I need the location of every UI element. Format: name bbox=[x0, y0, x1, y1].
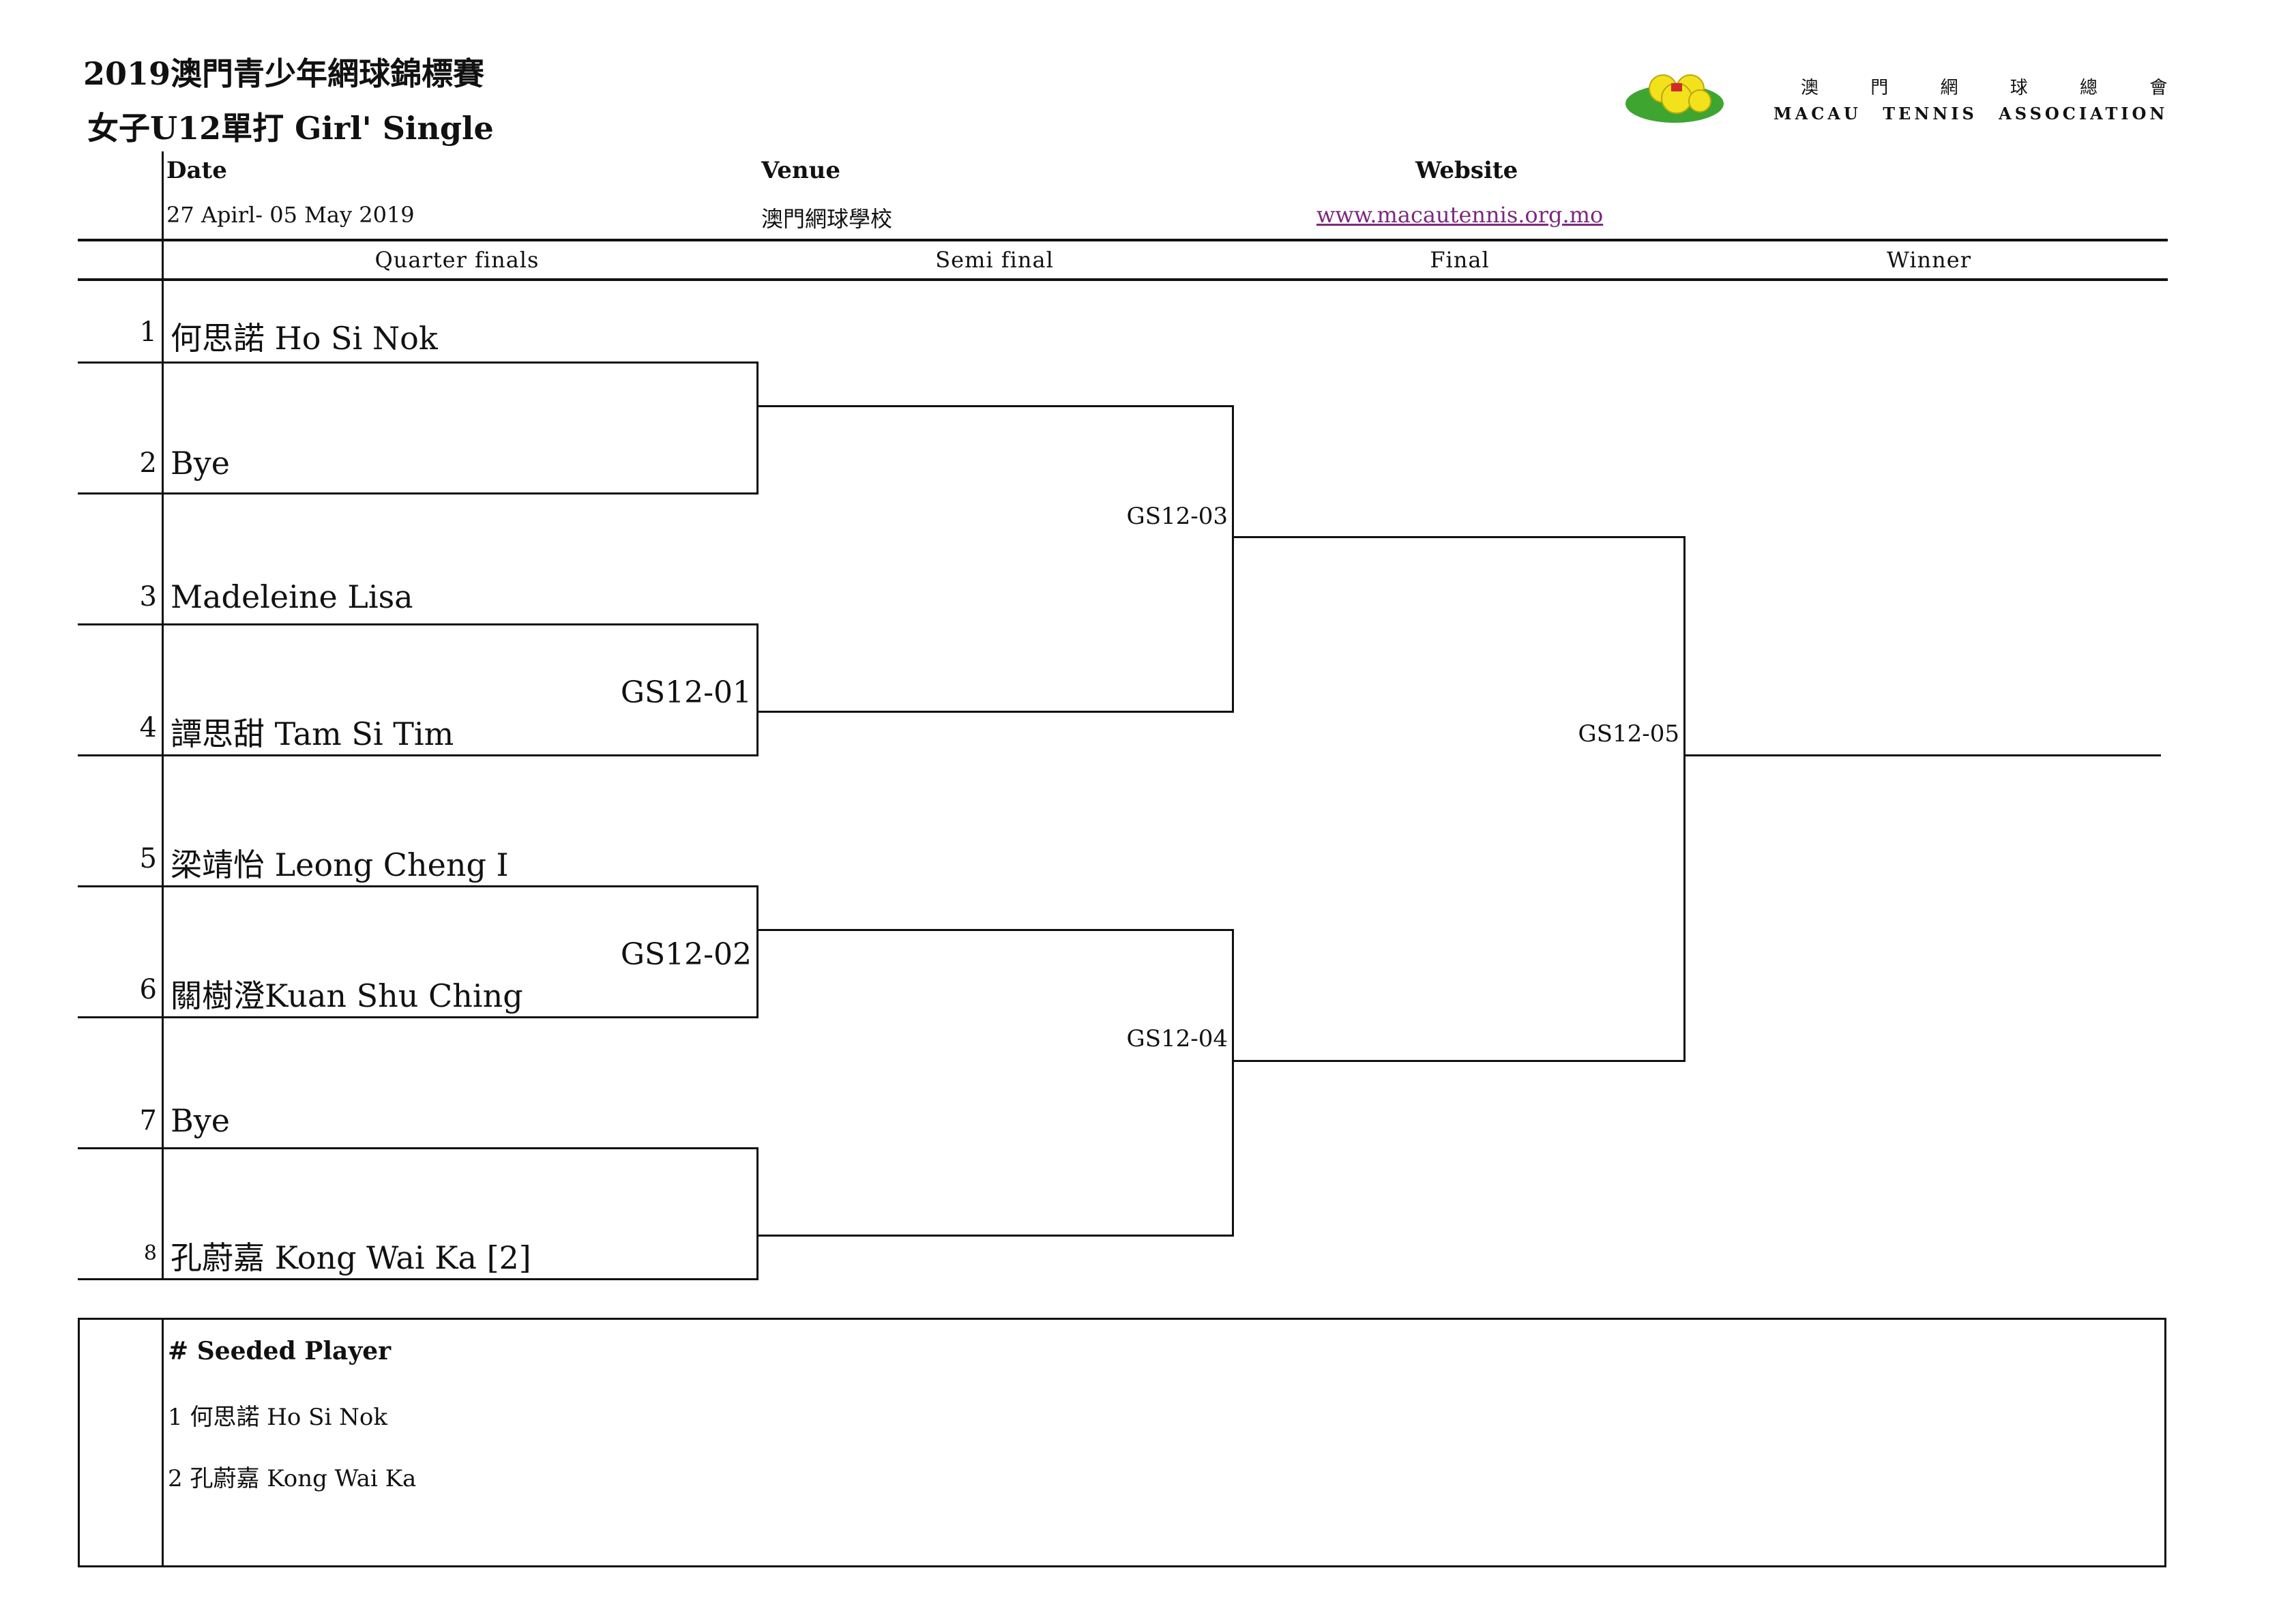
tournament-title: 2019澳門青少年網球錦標賽 bbox=[83, 55, 485, 92]
qf3-connector bbox=[756, 885, 759, 1018]
left-margin-line bbox=[162, 151, 164, 280]
match-code: GS12-01 bbox=[620, 675, 752, 710]
player-number: 8 bbox=[143, 1241, 157, 1265]
match-code: GS12-03 bbox=[1126, 503, 1228, 530]
player-name: 梁靖怡 Leong Cheng I bbox=[171, 846, 509, 883]
player-name: 關樹澄Kuan Shu Ching bbox=[171, 977, 523, 1014]
sf-line bbox=[756, 405, 1234, 407]
player-number: 5 bbox=[139, 843, 157, 874]
player-line bbox=[78, 492, 759, 494]
sf2-connector bbox=[1232, 929, 1234, 1237]
player-number: 2 bbox=[139, 447, 157, 479]
seed-margin-line bbox=[162, 1318, 164, 1567]
player-name: Madeleine Lisa bbox=[171, 578, 413, 615]
round-header-divider bbox=[78, 278, 2168, 281]
round-final: Final bbox=[1430, 247, 1490, 273]
sf1-connector bbox=[1232, 405, 1234, 713]
sf-line bbox=[756, 929, 1234, 931]
website-label: Website bbox=[1415, 157, 1518, 184]
draw-margin-line bbox=[162, 281, 164, 1280]
qf1-connector bbox=[756, 361, 759, 494]
logo-english-text: MACAU TENNIS ASSOCIATION bbox=[1773, 104, 2168, 123]
logo-chinese-text: 澳 門 網 球 總 會 bbox=[1801, 78, 2191, 98]
player-line bbox=[78, 361, 759, 364]
match-code: GS12-02 bbox=[620, 937, 752, 972]
player-name: 孔蔚嘉 Kong Wai Ka [2] bbox=[171, 1239, 531, 1276]
date-label: Date bbox=[166, 157, 227, 184]
match-code: GS12-04 bbox=[1126, 1025, 1228, 1052]
final-line bbox=[1232, 1060, 1686, 1062]
website-link[interactable]: www.macautennis.org.mo bbox=[1316, 202, 1604, 228]
sf-line bbox=[756, 711, 1234, 713]
player-line bbox=[78, 885, 759, 887]
player-line bbox=[78, 754, 759, 756]
qf4-connector bbox=[756, 1147, 759, 1280]
player-line bbox=[78, 1278, 759, 1280]
seeded-item: 1 何思諾 Ho Si Nok bbox=[168, 1404, 387, 1431]
player-number: 1 bbox=[139, 316, 157, 348]
tennis-ball-logo-icon bbox=[1625, 74, 1724, 123]
date-value: 27 Apirl- 05 May 2019 bbox=[166, 202, 415, 228]
player-number: 6 bbox=[139, 974, 157, 1005]
player-line bbox=[78, 1147, 759, 1149]
seeded-item: 2 孔蔚嘉 Kong Wai Ka bbox=[168, 1465, 417, 1492]
player-number: 7 bbox=[139, 1105, 157, 1136]
player-line bbox=[78, 1016, 759, 1018]
venue-label: Venue bbox=[761, 157, 840, 184]
player-line bbox=[78, 623, 759, 625]
final-connector bbox=[1683, 536, 1686, 1062]
player-name: 譚思甜 Tam Si Tim bbox=[171, 715, 454, 752]
final-line bbox=[1232, 536, 1686, 538]
round-winner: Winner bbox=[1886, 247, 1971, 273]
player-name: Bye bbox=[171, 445, 231, 482]
event-title: 女子U12單打 Girl' Single bbox=[87, 110, 494, 147]
header-divider bbox=[78, 239, 2168, 241]
player-number: 3 bbox=[139, 581, 157, 612]
player-name: Bye bbox=[171, 1102, 231, 1139]
player-name: 何思諾 Ho Si Nok bbox=[171, 320, 438, 357]
association-logo: 澳 門 網 球 總 會 MACAU TENNIS ASSOCIATION bbox=[1623, 68, 2167, 136]
seeded-players-box bbox=[78, 1318, 2166, 1567]
round-semi-final: Semi final bbox=[935, 247, 1054, 273]
sf-line bbox=[756, 1235, 1234, 1237]
winner-line bbox=[1683, 754, 2161, 756]
qf2-connector bbox=[756, 623, 759, 756]
player-number: 4 bbox=[139, 712, 157, 743]
match-code: GS12-05 bbox=[1578, 720, 1679, 748]
round-quarter-finals: Quarter finals bbox=[374, 247, 540, 273]
venue-value: 澳門網球學校 bbox=[761, 206, 893, 232]
seeded-title: # Seeded Player bbox=[168, 1337, 392, 1365]
